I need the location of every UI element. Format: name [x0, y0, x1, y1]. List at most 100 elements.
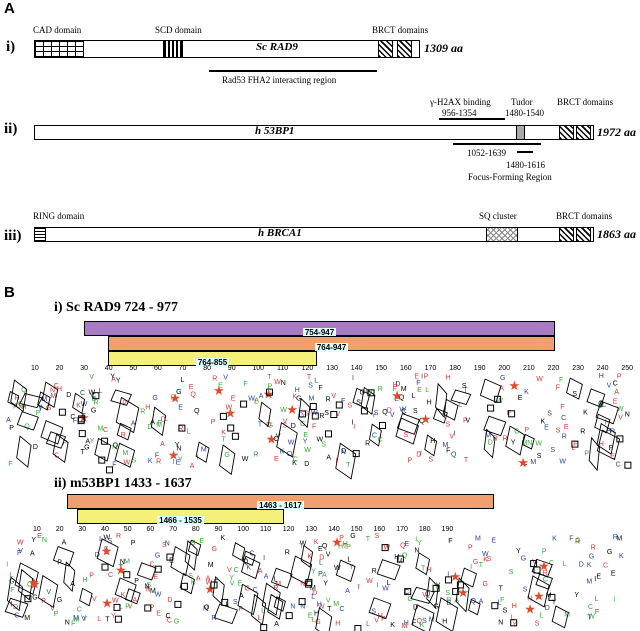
tick-label: 110 [277, 365, 289, 372]
residue-glyph: H [335, 621, 340, 628]
residue-glyph: E [238, 581, 243, 588]
glycine-square [114, 615, 122, 623]
proline-star: ★ [331, 535, 343, 550]
glycine-square [98, 456, 106, 464]
glycine-square [166, 553, 174, 561]
residue-glyph: A [479, 599, 484, 606]
residue-glyph: N [165, 541, 170, 548]
residue-glyph: F [560, 404, 564, 411]
residue-glyph: I [470, 564, 472, 571]
residue-glyph: R [211, 615, 216, 622]
tudor-box [516, 125, 525, 140]
glycine-square [624, 461, 632, 469]
residue-glyph: A [190, 463, 195, 470]
glycine-square [106, 466, 113, 474]
residue-glyph: I [172, 459, 174, 466]
ring-domain-label: RING domain [33, 211, 85, 221]
residue-glyph: W [274, 379, 281, 386]
residue-glyph: W [535, 441, 542, 448]
residue-glyph: E [303, 432, 308, 439]
residue-glyph: W [384, 544, 391, 551]
hydrophobic-cluster [6, 576, 24, 612]
tick-label: 80 [203, 365, 211, 372]
residue-glyph: C [543, 577, 548, 584]
residue-glyph: P [524, 427, 529, 434]
residue-glyph: S [233, 599, 238, 606]
residue-glyph: H [404, 620, 409, 627]
residue-glyph: K [292, 394, 297, 401]
residue-glyph: D [171, 394, 176, 401]
residue-glyph: M [122, 450, 128, 457]
residue-glyph: H [599, 441, 604, 448]
hydrophobic-cluster [468, 598, 481, 616]
hydrophobic-cluster [258, 401, 272, 427]
range-bar-764-947: 764-947 [108, 336, 555, 352]
residue-glyph: T [327, 606, 332, 613]
residue-glyph: I [605, 419, 607, 426]
hydrophobic-cluster [551, 605, 569, 629]
residue-glyph: N [42, 537, 47, 544]
residue-glyph: F [341, 398, 345, 405]
residue-glyph: D [416, 452, 421, 459]
residue-glyph: C [378, 437, 383, 444]
tick-label: 130 [305, 526, 318, 533]
proline-star: ★ [391, 388, 403, 403]
residue-glyph: R [116, 533, 121, 540]
residue-glyph: L [366, 621, 370, 628]
residue-glyph: W [226, 405, 233, 412]
residue-glyph: M [310, 585, 316, 592]
residue-glyph: T [464, 457, 469, 464]
residue-glyph: P [134, 578, 139, 585]
residue-glyph: H [343, 541, 348, 548]
glycine-square [154, 565, 162, 573]
hydrophobic-cluster [14, 562, 39, 595]
glycine-square [309, 403, 317, 410]
residue-glyph: W [89, 389, 96, 396]
residue-glyph: G [224, 452, 229, 459]
residue-glyph: L [10, 572, 14, 579]
53bp1-length: 1972 aa [597, 125, 636, 139]
glycine-square [144, 604, 152, 612]
53bp1-name: h 53BP1 [255, 125, 295, 137]
residue-glyph: R [610, 429, 615, 436]
hydrophobic-cluster [261, 582, 281, 616]
residue-glyph: F [112, 462, 116, 469]
hydrophobic-cluster [596, 429, 621, 461]
residue-glyph: E [564, 424, 569, 431]
residue-glyph: L [595, 596, 599, 603]
residue-glyph: F [393, 386, 397, 393]
residue-glyph: H [606, 428, 611, 435]
residue-glyph: Y [349, 564, 354, 571]
residue-glyph: G [46, 405, 51, 412]
residue-glyph: G [575, 538, 580, 545]
residue-glyph: M [74, 617, 80, 624]
residue-glyph: L [254, 399, 258, 406]
residue-glyph: H [427, 400, 432, 407]
residue-glyph: W [17, 540, 24, 547]
brct-domains-label-3: BRCT domains [556, 211, 613, 221]
glycine-square [210, 581, 218, 589]
proline-star: ★ [204, 582, 216, 597]
residue-glyph: W [280, 407, 287, 414]
ff-line-1 [453, 143, 541, 145]
proline-star: ★ [517, 455, 529, 470]
residue-glyph: A [345, 588, 350, 595]
residue-glyph: V [422, 592, 427, 599]
tick-label: 20 [55, 365, 64, 372]
residue-glyph: T [258, 421, 263, 428]
residue-glyph: C [300, 421, 305, 428]
residue-glyph: Q [417, 618, 423, 625]
residue-glyph: I [447, 572, 449, 579]
residue-glyph: M [41, 396, 47, 403]
residue-glyph: T [299, 543, 304, 550]
residue-glyph: L [164, 416, 168, 423]
residue-glyph: Y [323, 580, 328, 587]
tick-label: 30 [80, 365, 88, 372]
residue-glyph: Q [425, 591, 431, 598]
residue-glyph: C [54, 383, 59, 390]
residue-glyph: G [174, 619, 179, 626]
residue-glyph: S [428, 457, 433, 464]
tick-label: 230 [572, 365, 584, 372]
residue-glyph: E [394, 396, 399, 403]
